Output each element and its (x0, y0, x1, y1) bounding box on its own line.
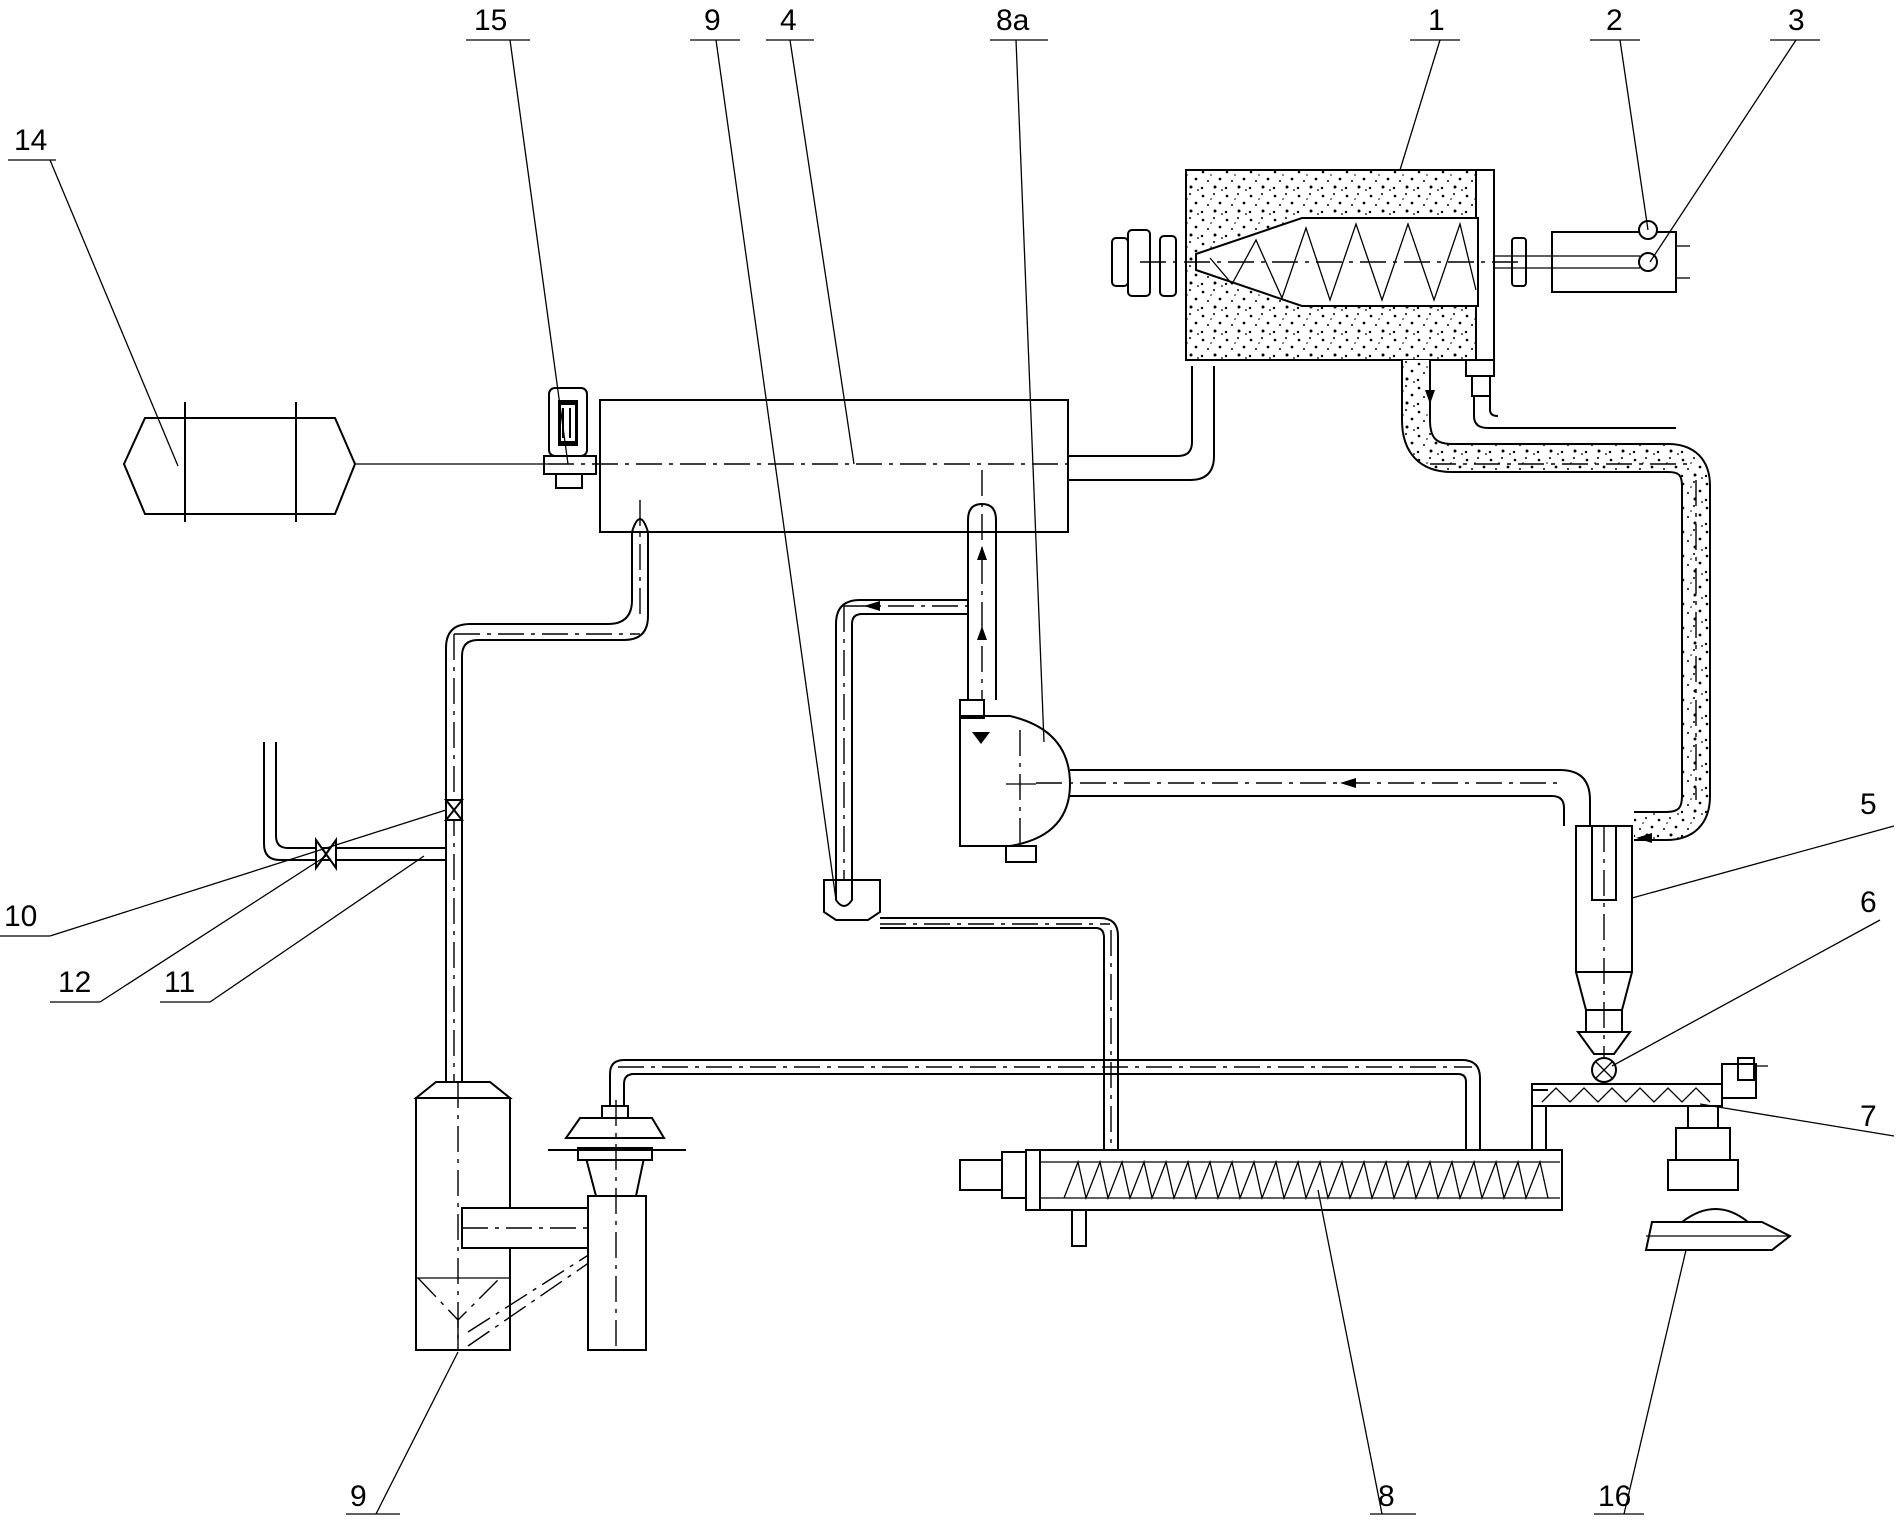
fan-8a (959, 470, 1591, 863)
label-7: 7 (1860, 1100, 1877, 1133)
label-8: 8 (1378, 1480, 1395, 1513)
storage-tank-14 (122, 402, 548, 522)
pipe-4-to-10 (445, 500, 969, 1082)
label-10: 9 (350, 1480, 367, 1513)
heat-exchanger-4 (548, 366, 1215, 533)
label-6: 6 (1860, 886, 1877, 919)
branch-pipe-9 (823, 599, 1119, 1150)
label-1: 1 (1428, 4, 1445, 37)
screw-flights (1063, 1159, 1549, 1201)
cyclone-5 (1574, 825, 1634, 1060)
screw-feeder-7 (1531, 1057, 1768, 1191)
label-3: 3 (1788, 4, 1805, 37)
collection-tray-16 (1644, 1208, 1792, 1251)
scrubber-10 (413, 1059, 1481, 1352)
leader-lines (0, 39, 1895, 1515)
motor-15 (543, 387, 597, 489)
label-4: 4 (780, 4, 797, 37)
label-14: 14 (14, 124, 47, 157)
label-2: 2 (1606, 4, 1623, 37)
flow-arrows (864, 390, 1652, 843)
speckled-duct (1401, 360, 1711, 841)
label-5: 5 (1860, 788, 1877, 821)
label-8a: 8a (996, 4, 1030, 37)
label-13: 12 (58, 966, 91, 999)
part-labels: 15 9 4 8a 1 2 3 14 5 6 7 10 12 11 9 8 16 (4, 4, 1877, 1513)
dryer-1 (1111, 169, 1690, 429)
label-9: 9 (704, 4, 721, 37)
label-15: 15 (474, 4, 507, 37)
rotary-valve-6 (1591, 1057, 1617, 1083)
screw-conveyor-8 (959, 1089, 1563, 1247)
label-16: 16 (1598, 1480, 1631, 1513)
valve-bypass-11-13 (263, 742, 465, 872)
label-12: 11 (164, 966, 195, 999)
label-11: 10 (4, 900, 37, 933)
